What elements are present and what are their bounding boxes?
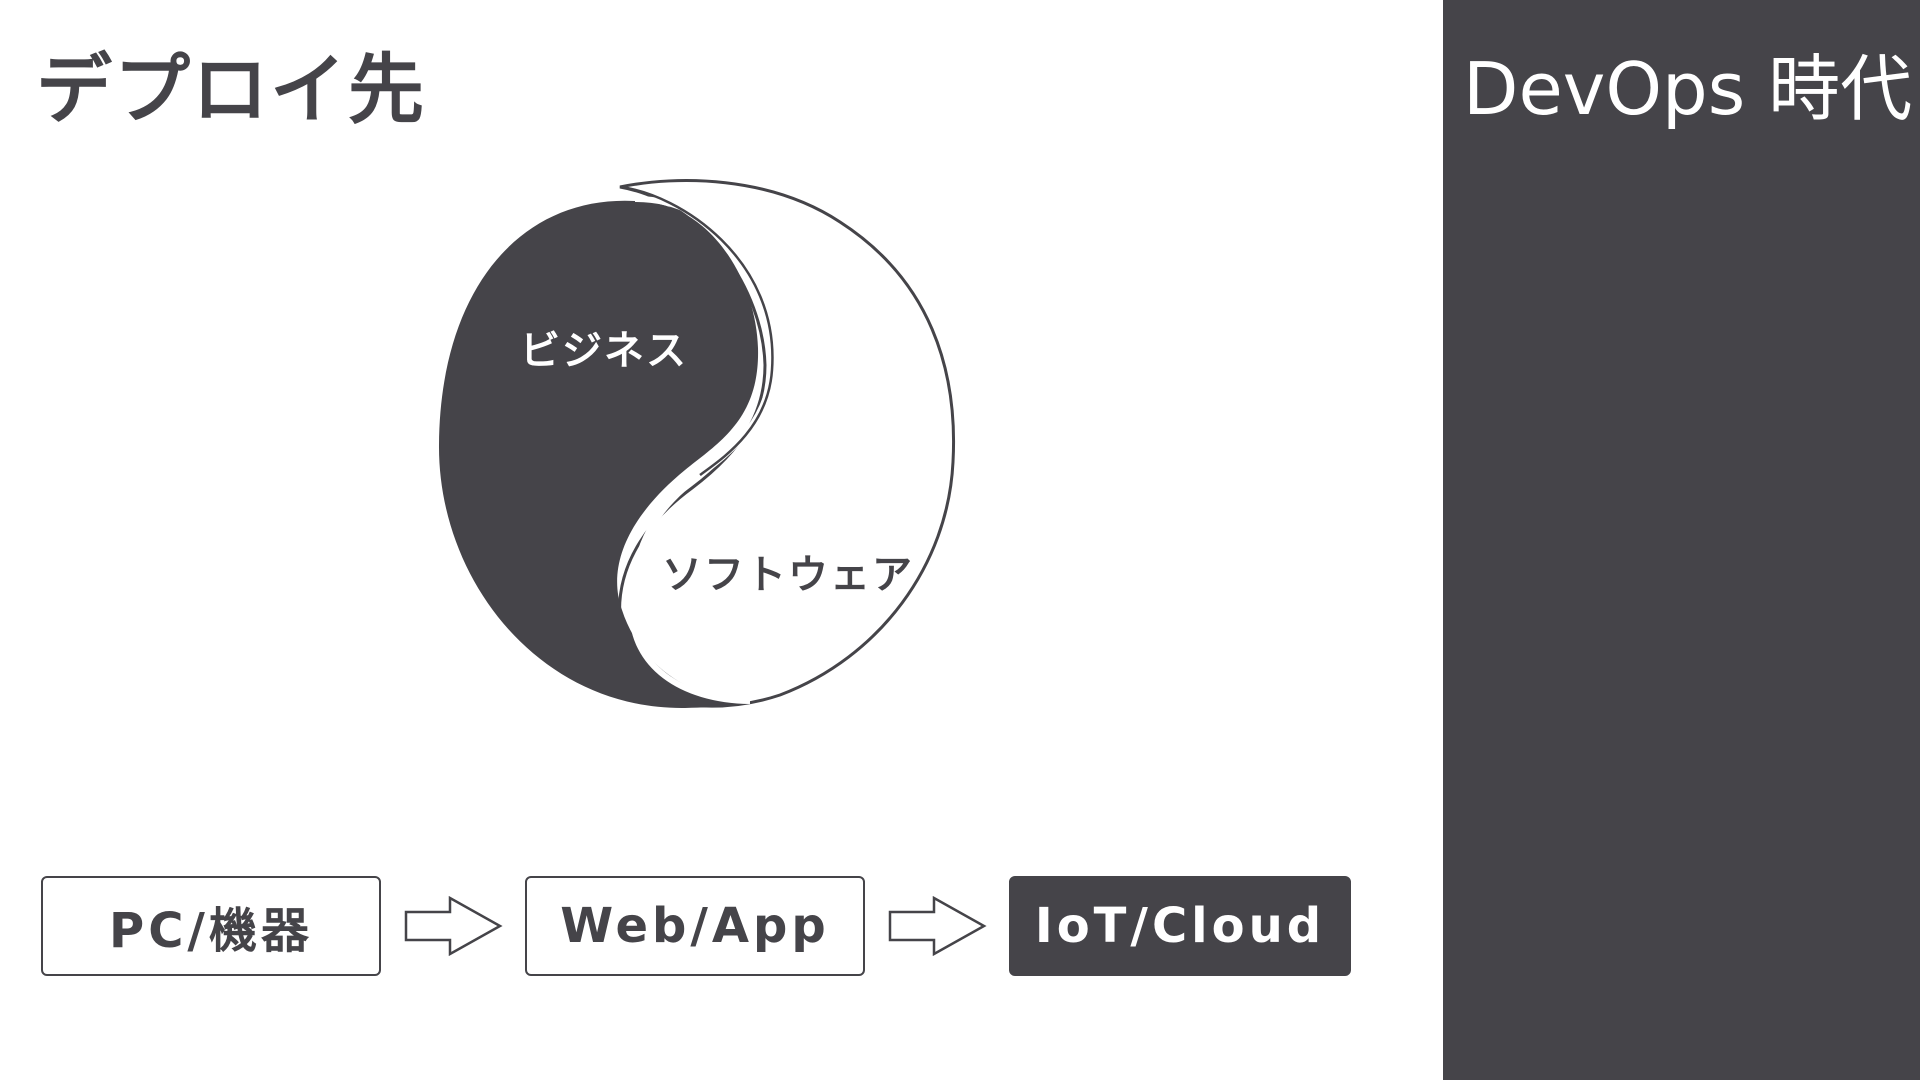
arrow-right-icon <box>404 896 503 956</box>
page-title: デプロイ先 <box>36 45 426 134</box>
software-label: ソフトウェア <box>662 552 914 598</box>
side-panel: DevOps 時代 <box>1443 0 1920 1080</box>
flow-step-web: Web/App <box>525 876 865 976</box>
flow-step-iot-cloud: IoT/Cloud <box>1009 876 1351 976</box>
business-label: ビジネス <box>520 328 688 374</box>
business-half <box>438 200 759 709</box>
divider-outline <box>619 185 774 477</box>
yin-yang-diagram: ビジネス ソフトウェア <box>438 179 956 709</box>
side-panel-title: DevOps 時代 <box>1463 47 1913 131</box>
flow-step-pc: PC/機器 <box>41 876 381 976</box>
arrow-right-icon <box>888 896 987 956</box>
